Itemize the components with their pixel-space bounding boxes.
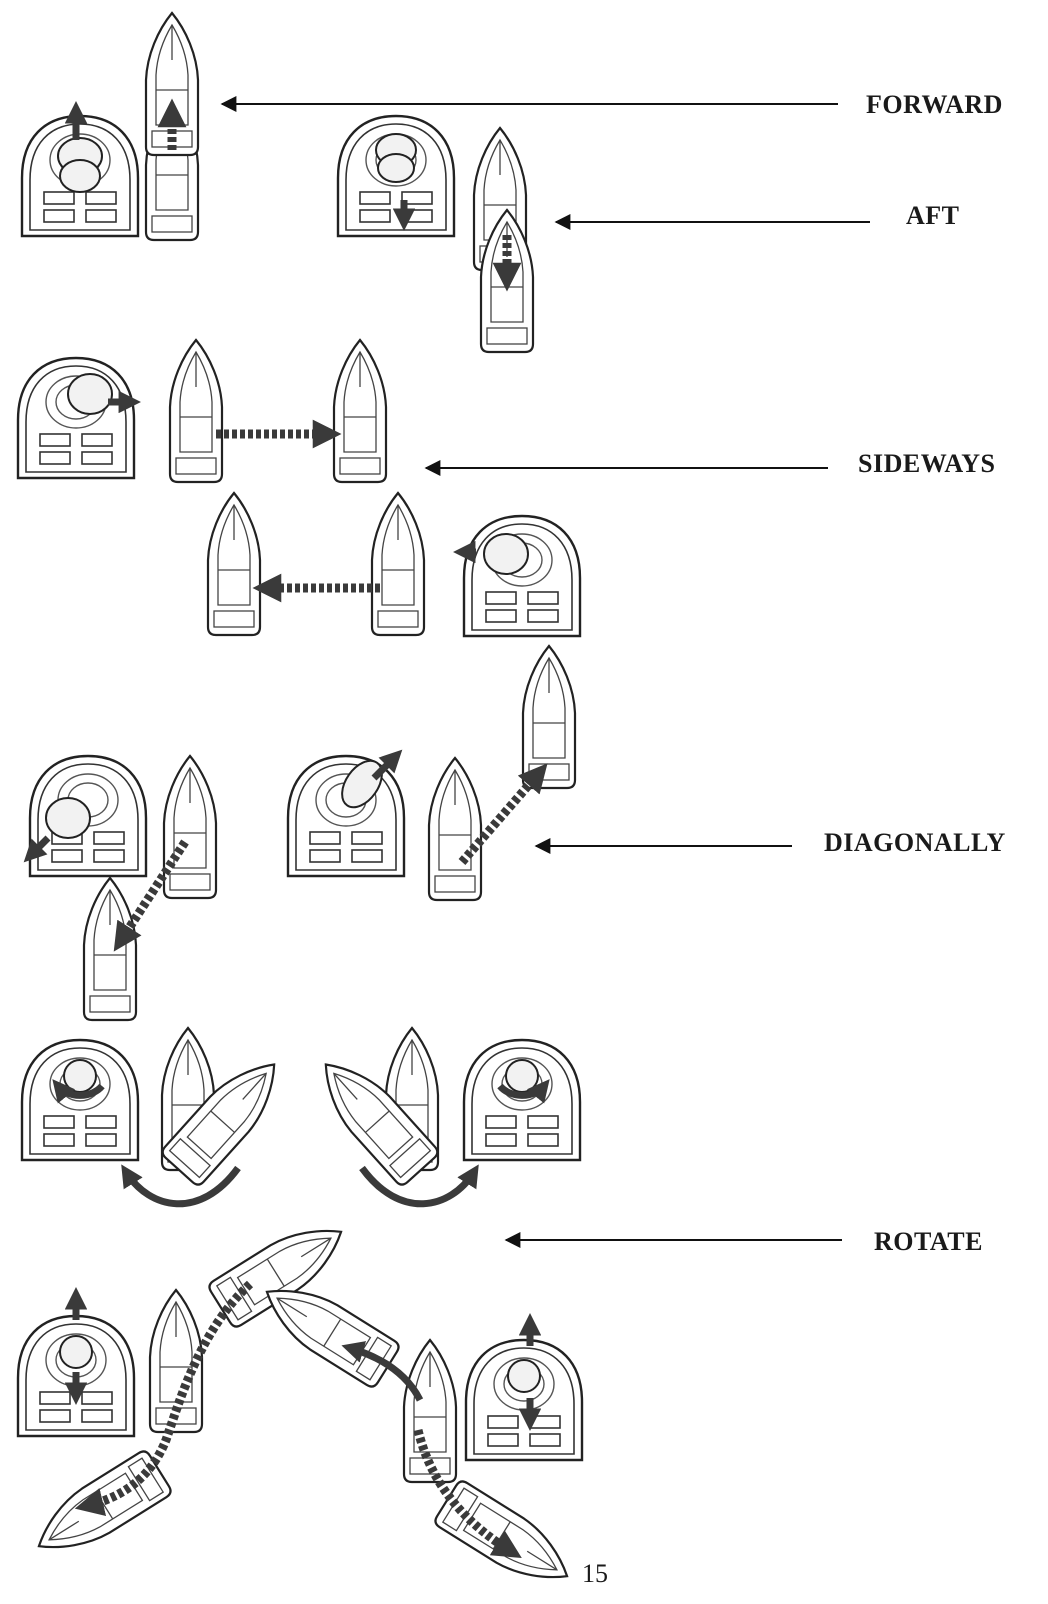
boat-icon [431, 1477, 582, 1600]
boat-icon [206, 491, 262, 637]
diagonally-group: DIAGONALLY [23, 644, 1006, 1022]
rotate-curve-arrow-icon [359, 1164, 479, 1208]
motion-arrow-icon [413, 1428, 522, 1559]
page-number: 15 [582, 1559, 608, 1588]
label-diagonally: DIAGONALLY [824, 828, 1006, 857]
rotate-joystick-arrow-icon [497, 1079, 550, 1104]
boat-icon [168, 338, 224, 484]
aft-group: AFT [336, 114, 960, 354]
joystick-control-icon [464, 1338, 584, 1462]
diagonal-joystick-arrow-icon [23, 835, 51, 863]
motion-arrow-icon [341, 1341, 424, 1402]
rotate-group: ROTATE [20, 1026, 983, 1256]
boat-icon [332, 338, 388, 484]
joystick-control-icon [462, 1038, 582, 1162]
boat-icon [521, 644, 577, 790]
motion-arrow-icon [113, 839, 189, 952]
boat-icon [82, 876, 138, 1022]
motion-arrow-icon [458, 763, 548, 865]
joystick-control-icon [16, 1314, 136, 1438]
rotate-joystick-arrow-icon [52, 1079, 105, 1104]
joystick-control-icon [462, 514, 582, 638]
joystick-control-icon [286, 754, 406, 878]
boat-icon [162, 754, 218, 900]
label-rotate: ROTATE [874, 1227, 983, 1256]
forward-group: FORWARD [20, 11, 1003, 242]
label-forward: FORWARD [866, 90, 1003, 119]
sideways-left-group [206, 491, 582, 638]
turn-group [16, 1208, 584, 1600]
diagonal-joystick-arrow-icon [371, 749, 403, 781]
sideways-right-group: SIDEWAYS [16, 338, 995, 484]
rotate-curve-arrow-icon [121, 1164, 241, 1208]
joystick-control-icon [336, 114, 456, 238]
joystick-control-icon [20, 1038, 140, 1162]
label-aft: AFT [906, 201, 960, 230]
boat-icon [427, 756, 483, 902]
label-sideways: SIDEWAYS [858, 449, 995, 478]
joystick-control-icon [16, 356, 136, 480]
boat-icon [370, 491, 426, 637]
joystick-control-icon [28, 754, 148, 878]
motion-arrow-icon [74, 1280, 254, 1517]
joystick-control-icon [20, 114, 140, 238]
